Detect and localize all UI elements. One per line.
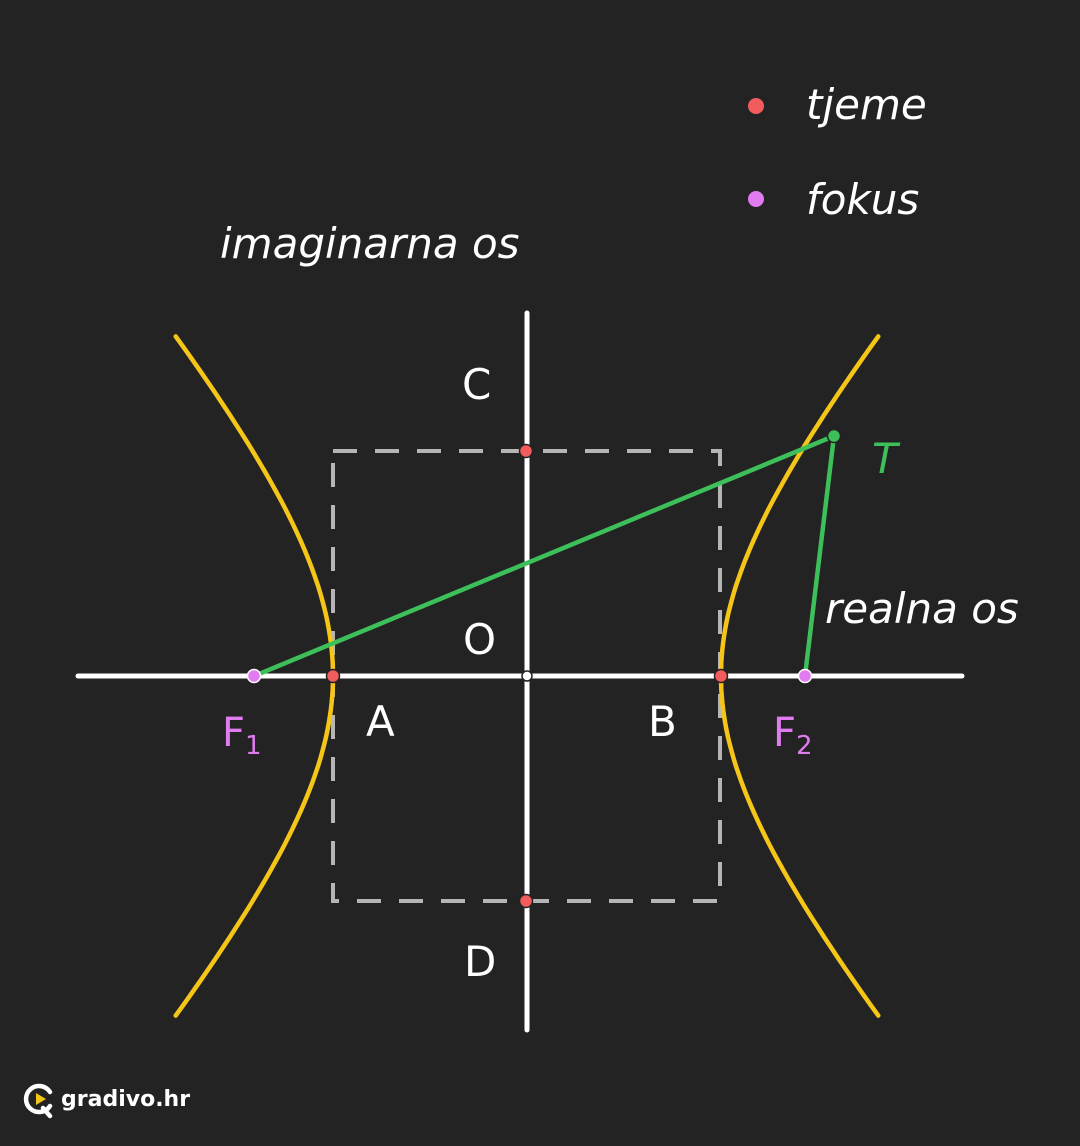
legend-vertex-dot bbox=[748, 98, 764, 114]
focus-f2-dot bbox=[797, 668, 813, 684]
point-c-label: C bbox=[462, 360, 491, 409]
point-a-label: A bbox=[366, 697, 395, 746]
vertex-d-dot bbox=[518, 893, 534, 909]
vertex-a-dot bbox=[325, 668, 341, 684]
point-t-dot bbox=[826, 428, 842, 444]
point-t-label: T bbox=[872, 434, 901, 483]
gradivo-logo-icon bbox=[23, 1083, 53, 1119]
vertex-c-dot bbox=[518, 443, 534, 459]
legend-focus-label: fokus bbox=[806, 175, 919, 224]
imaginary-axis-label: imaginarna os bbox=[220, 219, 520, 268]
segment-f2-t bbox=[802, 433, 837, 679]
focus-f1-dot bbox=[246, 668, 262, 684]
vertex-b-dot bbox=[713, 668, 729, 684]
segment-f1-t bbox=[251, 433, 837, 679]
legend-focus-dot bbox=[748, 191, 764, 207]
brand-name: gradivo.hr bbox=[61, 1087, 190, 1112]
point-d-label: D bbox=[464, 937, 496, 986]
focus-f2-label: F2 bbox=[773, 710, 813, 761]
real-axis-label: realna os bbox=[825, 584, 1019, 633]
point-b-label: B bbox=[648, 697, 677, 746]
point-o-label: O bbox=[463, 615, 496, 664]
focus-f1-label: F1 bbox=[222, 710, 262, 761]
legend-vertex-label: tjeme bbox=[806, 80, 927, 129]
center-o-dot bbox=[521, 670, 533, 682]
